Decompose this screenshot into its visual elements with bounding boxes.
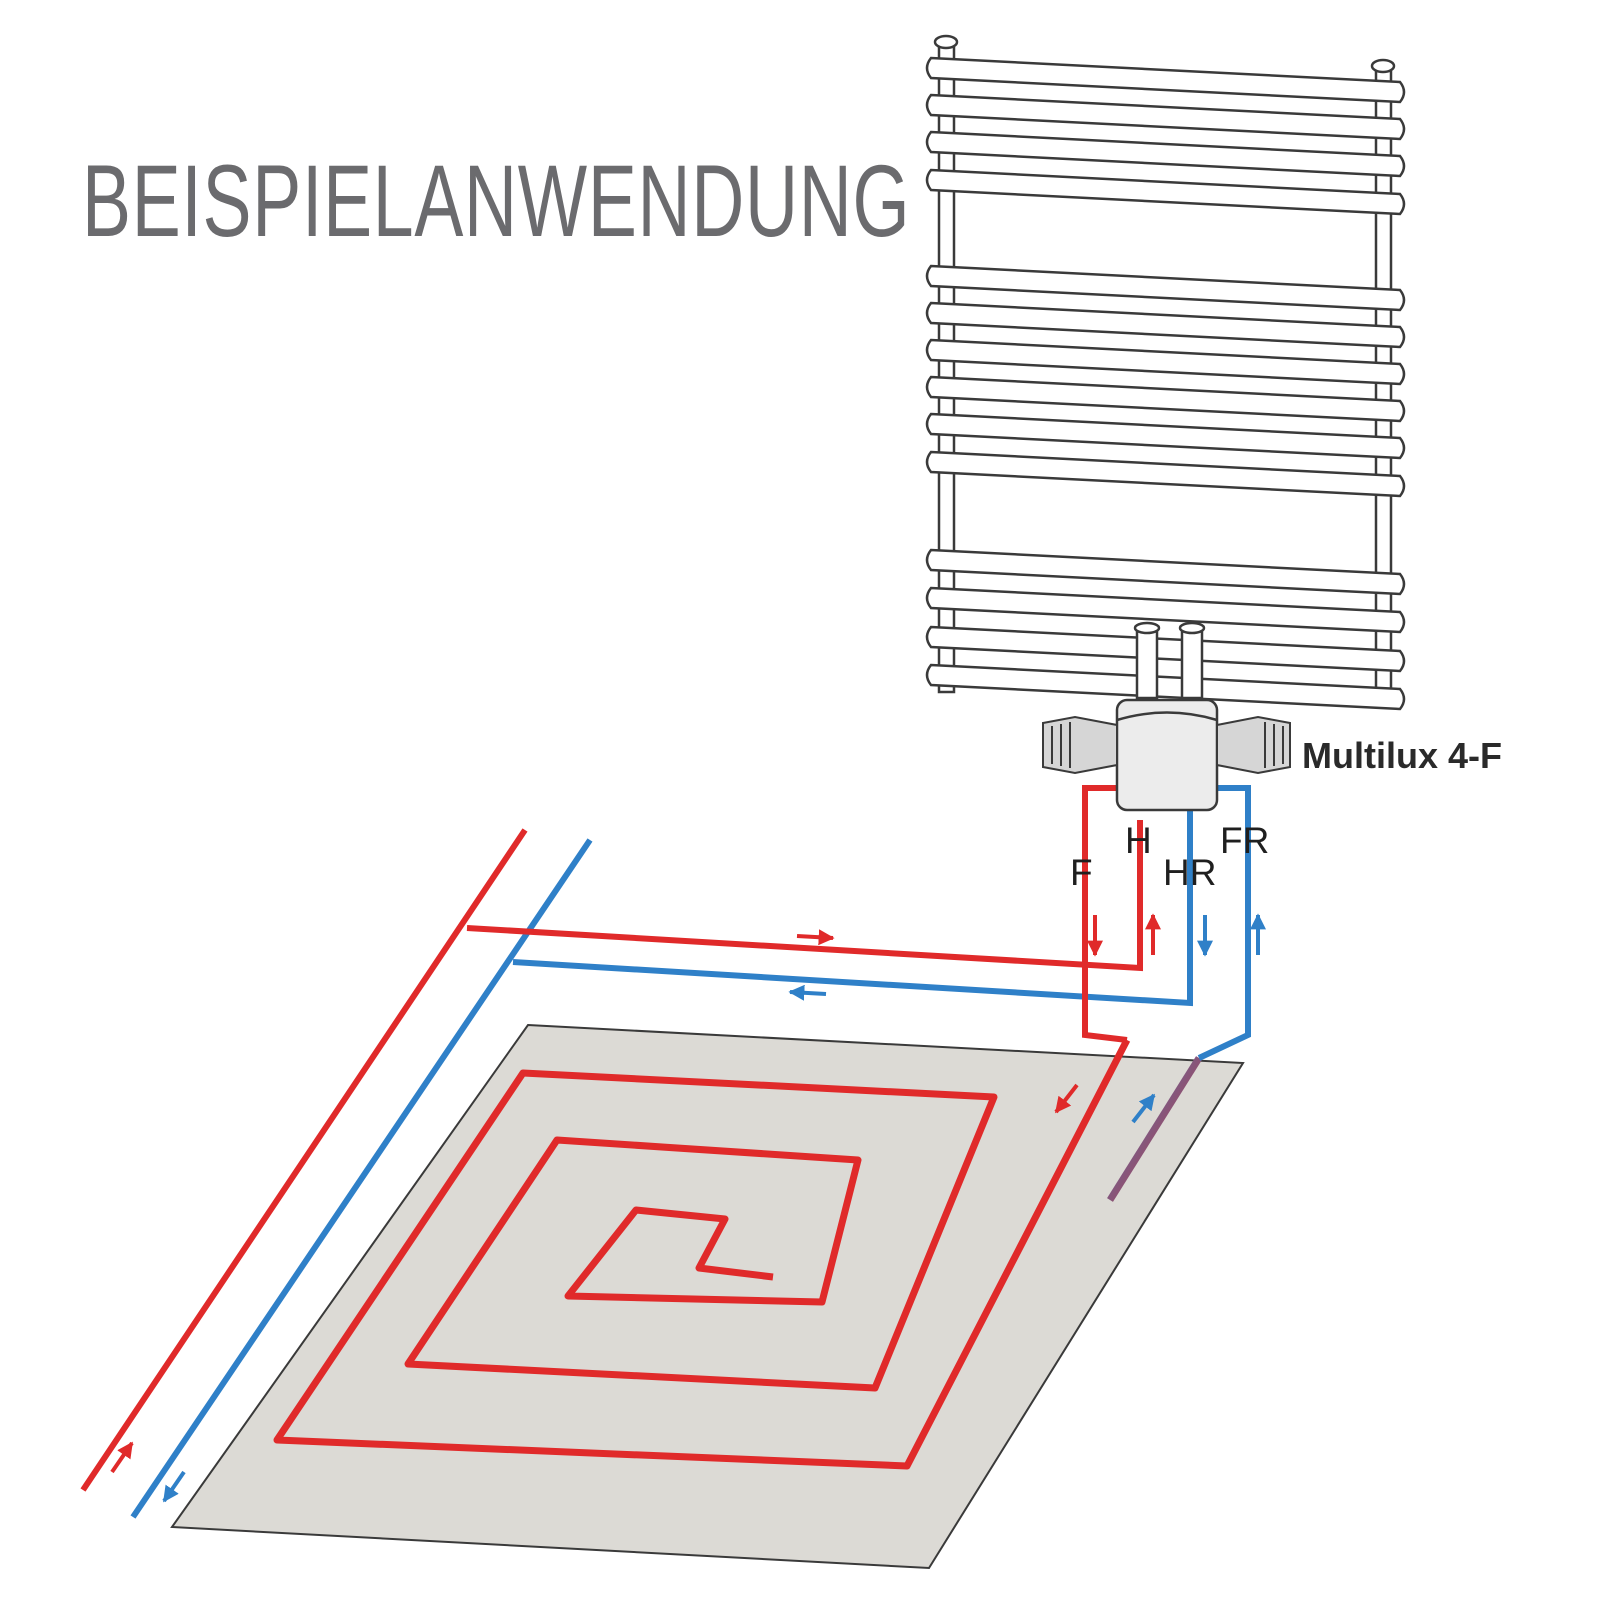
radiator-bar: [925, 450, 1406, 498]
return-riser-pipe: [130, 838, 593, 1519]
floor-return-pipe: [1107, 1056, 1202, 1202]
label-f: F: [1070, 852, 1093, 893]
radiator-bar: [925, 93, 1406, 141]
floor-heating-loop-icon: [273, 1038, 1131, 1470]
valve-body-icon: [1115, 621, 1219, 812]
radiator-bar: [925, 130, 1406, 178]
radiator-bar: [925, 663, 1406, 711]
radiator-bar: [925, 56, 1406, 104]
f-supply-pipe: [1082, 785, 1128, 1043]
radiator-bar: [925, 375, 1406, 423]
radiator-bar: [925, 412, 1406, 460]
fr-return-pipe: [1197, 785, 1251, 1061]
h-supply-pipe: [466, 820, 1143, 972]
product-label: Multilux 4-F: [1302, 735, 1502, 776]
thermostat-head-icon: [1042, 715, 1291, 775]
hr-return-pipe: [512, 805, 1193, 1007]
radiator-bar: [925, 548, 1406, 596]
radiator-bar: [925, 264, 1406, 312]
radiator-bar: [925, 168, 1406, 216]
towel-radiator-icon: [925, 34, 1406, 711]
flow-arrow-icon: [110, 913, 1266, 1503]
supply-riser-pipe: [80, 828, 528, 1492]
radiator-bar: [925, 625, 1406, 673]
radiator-bar: [925, 338, 1406, 386]
page-title: BEISPIELANWENDUNG: [82, 144, 911, 258]
label-fr: FR: [1220, 820, 1269, 861]
label-hr: HR: [1163, 852, 1216, 893]
label-h: H: [1125, 820, 1152, 861]
radiator-bar: [925, 586, 1406, 634]
radiator-bar: [925, 301, 1406, 349]
